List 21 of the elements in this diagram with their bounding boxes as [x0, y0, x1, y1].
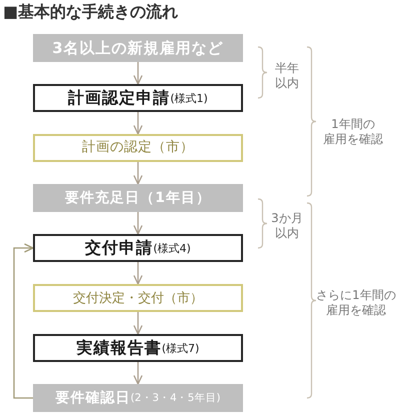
arrow: [133, 112, 143, 135]
process-box: 交付申請(様式4): [33, 234, 243, 262]
arrow: [133, 62, 143, 85]
process-box: 実績報告書(様式7): [33, 334, 243, 362]
loop-arrow: [13, 243, 34, 399]
heading: ■基本的な手続きの流れ: [3, 3, 178, 21]
arrow: [133, 362, 143, 385]
process-box: 計画の認定（市）: [33, 134, 243, 162]
arrow: [133, 212, 143, 235]
milestone-bar: 要件充足日（1年目）: [33, 184, 243, 212]
brace-label: 半年以内: [274, 61, 300, 91]
milestone-bar: 3名以上の新規雇用など: [33, 34, 243, 62]
brace-label: 3か月以内: [270, 211, 304, 241]
brace-label: さらに1年間の雇用を確認: [315, 288, 397, 318]
arrow: [133, 312, 143, 335]
arrow: [133, 162, 143, 185]
process-box: 計画認定申請(様式1): [33, 84, 243, 112]
brace-label: 1年間の雇用を確認: [322, 117, 384, 147]
milestone-bar: 要件確認日(2・3・4・5年目): [33, 384, 243, 412]
arrow: [133, 262, 143, 285]
process-box: 交付決定・交付（市）: [33, 284, 243, 312]
